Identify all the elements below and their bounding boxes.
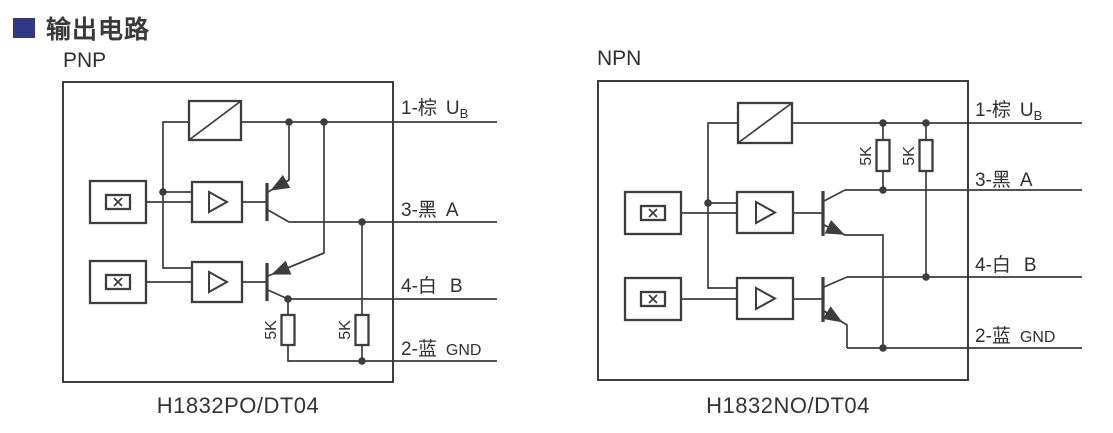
npn-resistor-right: 5K [901,138,934,173]
pnp-model-caption: H1832PO/DT04 [157,393,320,418]
pnp-sensor-b-icon [88,259,148,305]
npn-sensor-a-icon [623,190,683,236]
npn-transistor-b-icon [821,276,848,348]
npn-junction-dots [704,119,930,352]
npn-output-wires [792,122,1082,349]
pnp-circuit: PNP [62,49,497,418]
pnp-junction-dots [159,118,366,365]
npn-amp-b-icon [735,276,795,321]
section-title: 输出电路 [46,16,151,44]
pnp-output-wires [241,121,497,362]
pnp-regulator-icon [187,99,243,142]
pnp-transistor-b-icon [265,122,325,301]
npn-resistor-left: 5K [858,138,891,173]
npn-resistor-left-label: 5K [858,146,875,166]
npn-model-caption: H1832NO/DT04 [706,393,870,418]
pnp-outer-box [62,81,394,383]
npn-resistor-right-label: 5K [901,146,918,166]
section-header: 输出电路 [13,10,150,46]
pnp-resistor-left-label: 5K [263,320,280,340]
pnp-resistor-right: 5K [337,313,370,347]
npn-regulator-icon [736,101,794,145]
npn-sensor-b-icon [623,276,683,322]
pnp-resistor-left: 5K [263,313,296,347]
pnp-transistor-a-icon [265,122,291,223]
npn-outer-box [597,80,969,381]
pnp-resistor-right-label: 5K [337,320,354,340]
pnp-amp-a-icon [190,180,244,224]
section-bullet-icon [13,18,35,38]
pnp-sensor-a-icon [88,179,148,225]
npn-amp-a-icon [735,190,795,235]
npn-circuit: NPN [597,47,1082,418]
npn-transistor-a-icon [821,189,884,348]
pnp-amp-b-icon [190,260,244,304]
pnp-type-label: PNP [63,49,106,72]
npn-type-label: NPN [597,47,641,70]
